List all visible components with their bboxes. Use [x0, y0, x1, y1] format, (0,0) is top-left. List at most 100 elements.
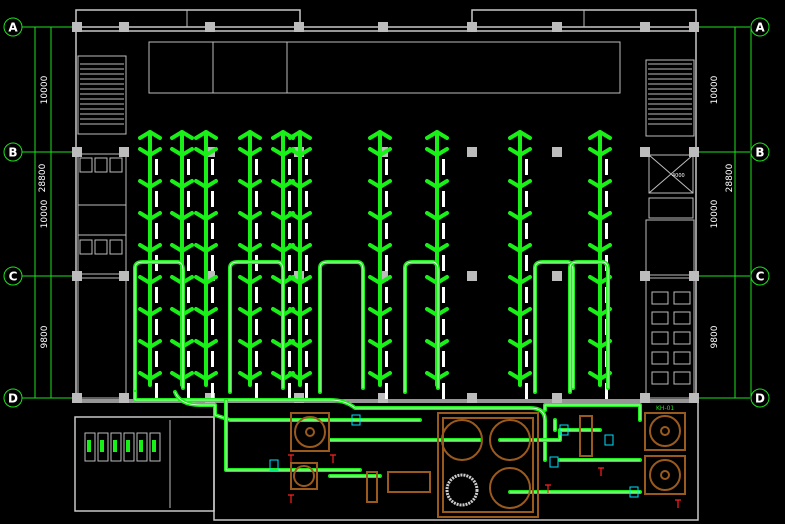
- axis-bubble: [3, 266, 23, 286]
- duct-label: [442, 319, 445, 335]
- duct-label: [525, 351, 528, 367]
- dim-right-total: 28800: [725, 163, 735, 192]
- column: [552, 22, 562, 32]
- diffuser-branch: [368, 147, 392, 157]
- duct-centerline: [404, 261, 439, 392]
- duct-label: [442, 159, 445, 175]
- duct-centerline: [134, 261, 184, 392]
- duct-label: [525, 287, 528, 303]
- desk: [673, 291, 691, 305]
- top-room-band: [148, 41, 621, 94]
- duct-label: [187, 287, 190, 303]
- column: [640, 147, 650, 157]
- axis-label: B: [8, 146, 17, 160]
- column: [689, 147, 699, 157]
- duct-label: [155, 191, 158, 207]
- duct-label: [525, 319, 528, 335]
- diffuser-branch: [288, 243, 312, 253]
- axis-label: B: [755, 146, 764, 160]
- diffuser-branch: [138, 243, 162, 253]
- axis-bubble: [3, 388, 23, 408]
- panel-indicator: [87, 440, 91, 452]
- diffuser-branch: [425, 243, 449, 253]
- dim-right-bc: 10000: [710, 199, 720, 228]
- diffuser-branch: [170, 243, 194, 253]
- duct-centerline: [544, 404, 641, 420]
- elevator: [648, 154, 694, 194]
- column: [119, 147, 129, 157]
- equipment-label: KH-01: [656, 405, 674, 412]
- duct-label: [305, 191, 308, 207]
- duct-label: [442, 287, 445, 303]
- duct-label: [255, 287, 258, 303]
- duct-label: [385, 223, 388, 239]
- diffuser-branch: [368, 339, 392, 349]
- duct-label: [525, 255, 528, 271]
- distribution-room: [74, 416, 215, 512]
- duct-system: [133, 130, 681, 508]
- column: [119, 22, 129, 32]
- column: [119, 271, 129, 281]
- duct-label: [288, 159, 291, 175]
- duct-label: [288, 319, 291, 335]
- duct-label: [187, 255, 190, 271]
- flex-connector: [629, 486, 639, 498]
- duct-label: [288, 255, 291, 271]
- desk: [651, 331, 669, 345]
- duct-label: [305, 351, 308, 367]
- return-duct: [533, 260, 575, 394]
- duct-label: [605, 223, 608, 239]
- axis-bubble: [750, 388, 770, 408]
- flex-connector: [604, 434, 614, 446]
- duct-label: [288, 351, 291, 367]
- column: [467, 271, 477, 281]
- diffuser-branch: [508, 130, 532, 140]
- diffuser-branch: [194, 147, 218, 157]
- diffuser-branch: [508, 307, 532, 317]
- duct-centerline: [319, 261, 364, 392]
- diffuser-branch: [288, 371, 312, 381]
- toilet-stall: [79, 157, 93, 173]
- dim-right-ab: 10000: [710, 75, 720, 104]
- diffuser-branch: [238, 371, 262, 381]
- diffuser-branch: [368, 275, 392, 285]
- diffuser-branch: [425, 130, 449, 140]
- duct-label: [288, 383, 291, 399]
- duct-centerline: [569, 261, 609, 392]
- duct-label: [442, 383, 445, 399]
- column: [640, 22, 650, 32]
- section-marker: [675, 499, 681, 508]
- diffuser-branch: [508, 147, 532, 157]
- diffuser-branch: [588, 211, 612, 221]
- toilet-stall: [109, 239, 123, 255]
- diffuser-branch: [425, 211, 449, 221]
- dim-left-total: 28800: [38, 163, 48, 192]
- diffuser-branch: [170, 179, 194, 189]
- fan-unit: [644, 455, 686, 495]
- diffuser-branch: [194, 179, 218, 189]
- panel-indicator: [113, 440, 117, 452]
- column: [689, 22, 699, 32]
- duct-label: [442, 223, 445, 239]
- duct-label: [605, 159, 608, 175]
- toilet-stall: [109, 157, 123, 173]
- duct-label: [305, 319, 308, 335]
- duct-label: [385, 351, 388, 367]
- duct-label: [211, 191, 214, 207]
- duct-label: [155, 383, 158, 399]
- diffuser-branch: [508, 339, 532, 349]
- duct-label: [187, 191, 190, 207]
- diffuser-branch: [238, 130, 262, 140]
- diffuser-branch: [238, 147, 262, 157]
- duct-centerline: [134, 392, 546, 460]
- duct-label: [211, 255, 214, 271]
- duct-label: [305, 223, 308, 239]
- duct-label: [155, 319, 158, 335]
- diffuser-branch: [288, 307, 312, 317]
- diffuser-branch: [368, 179, 392, 189]
- diffuser-branch: [238, 307, 262, 317]
- column: [378, 22, 388, 32]
- mechanical-equipment: KH-01: [290, 405, 686, 518]
- diffuser-branch: [288, 211, 312, 221]
- duct-label: [255, 191, 258, 207]
